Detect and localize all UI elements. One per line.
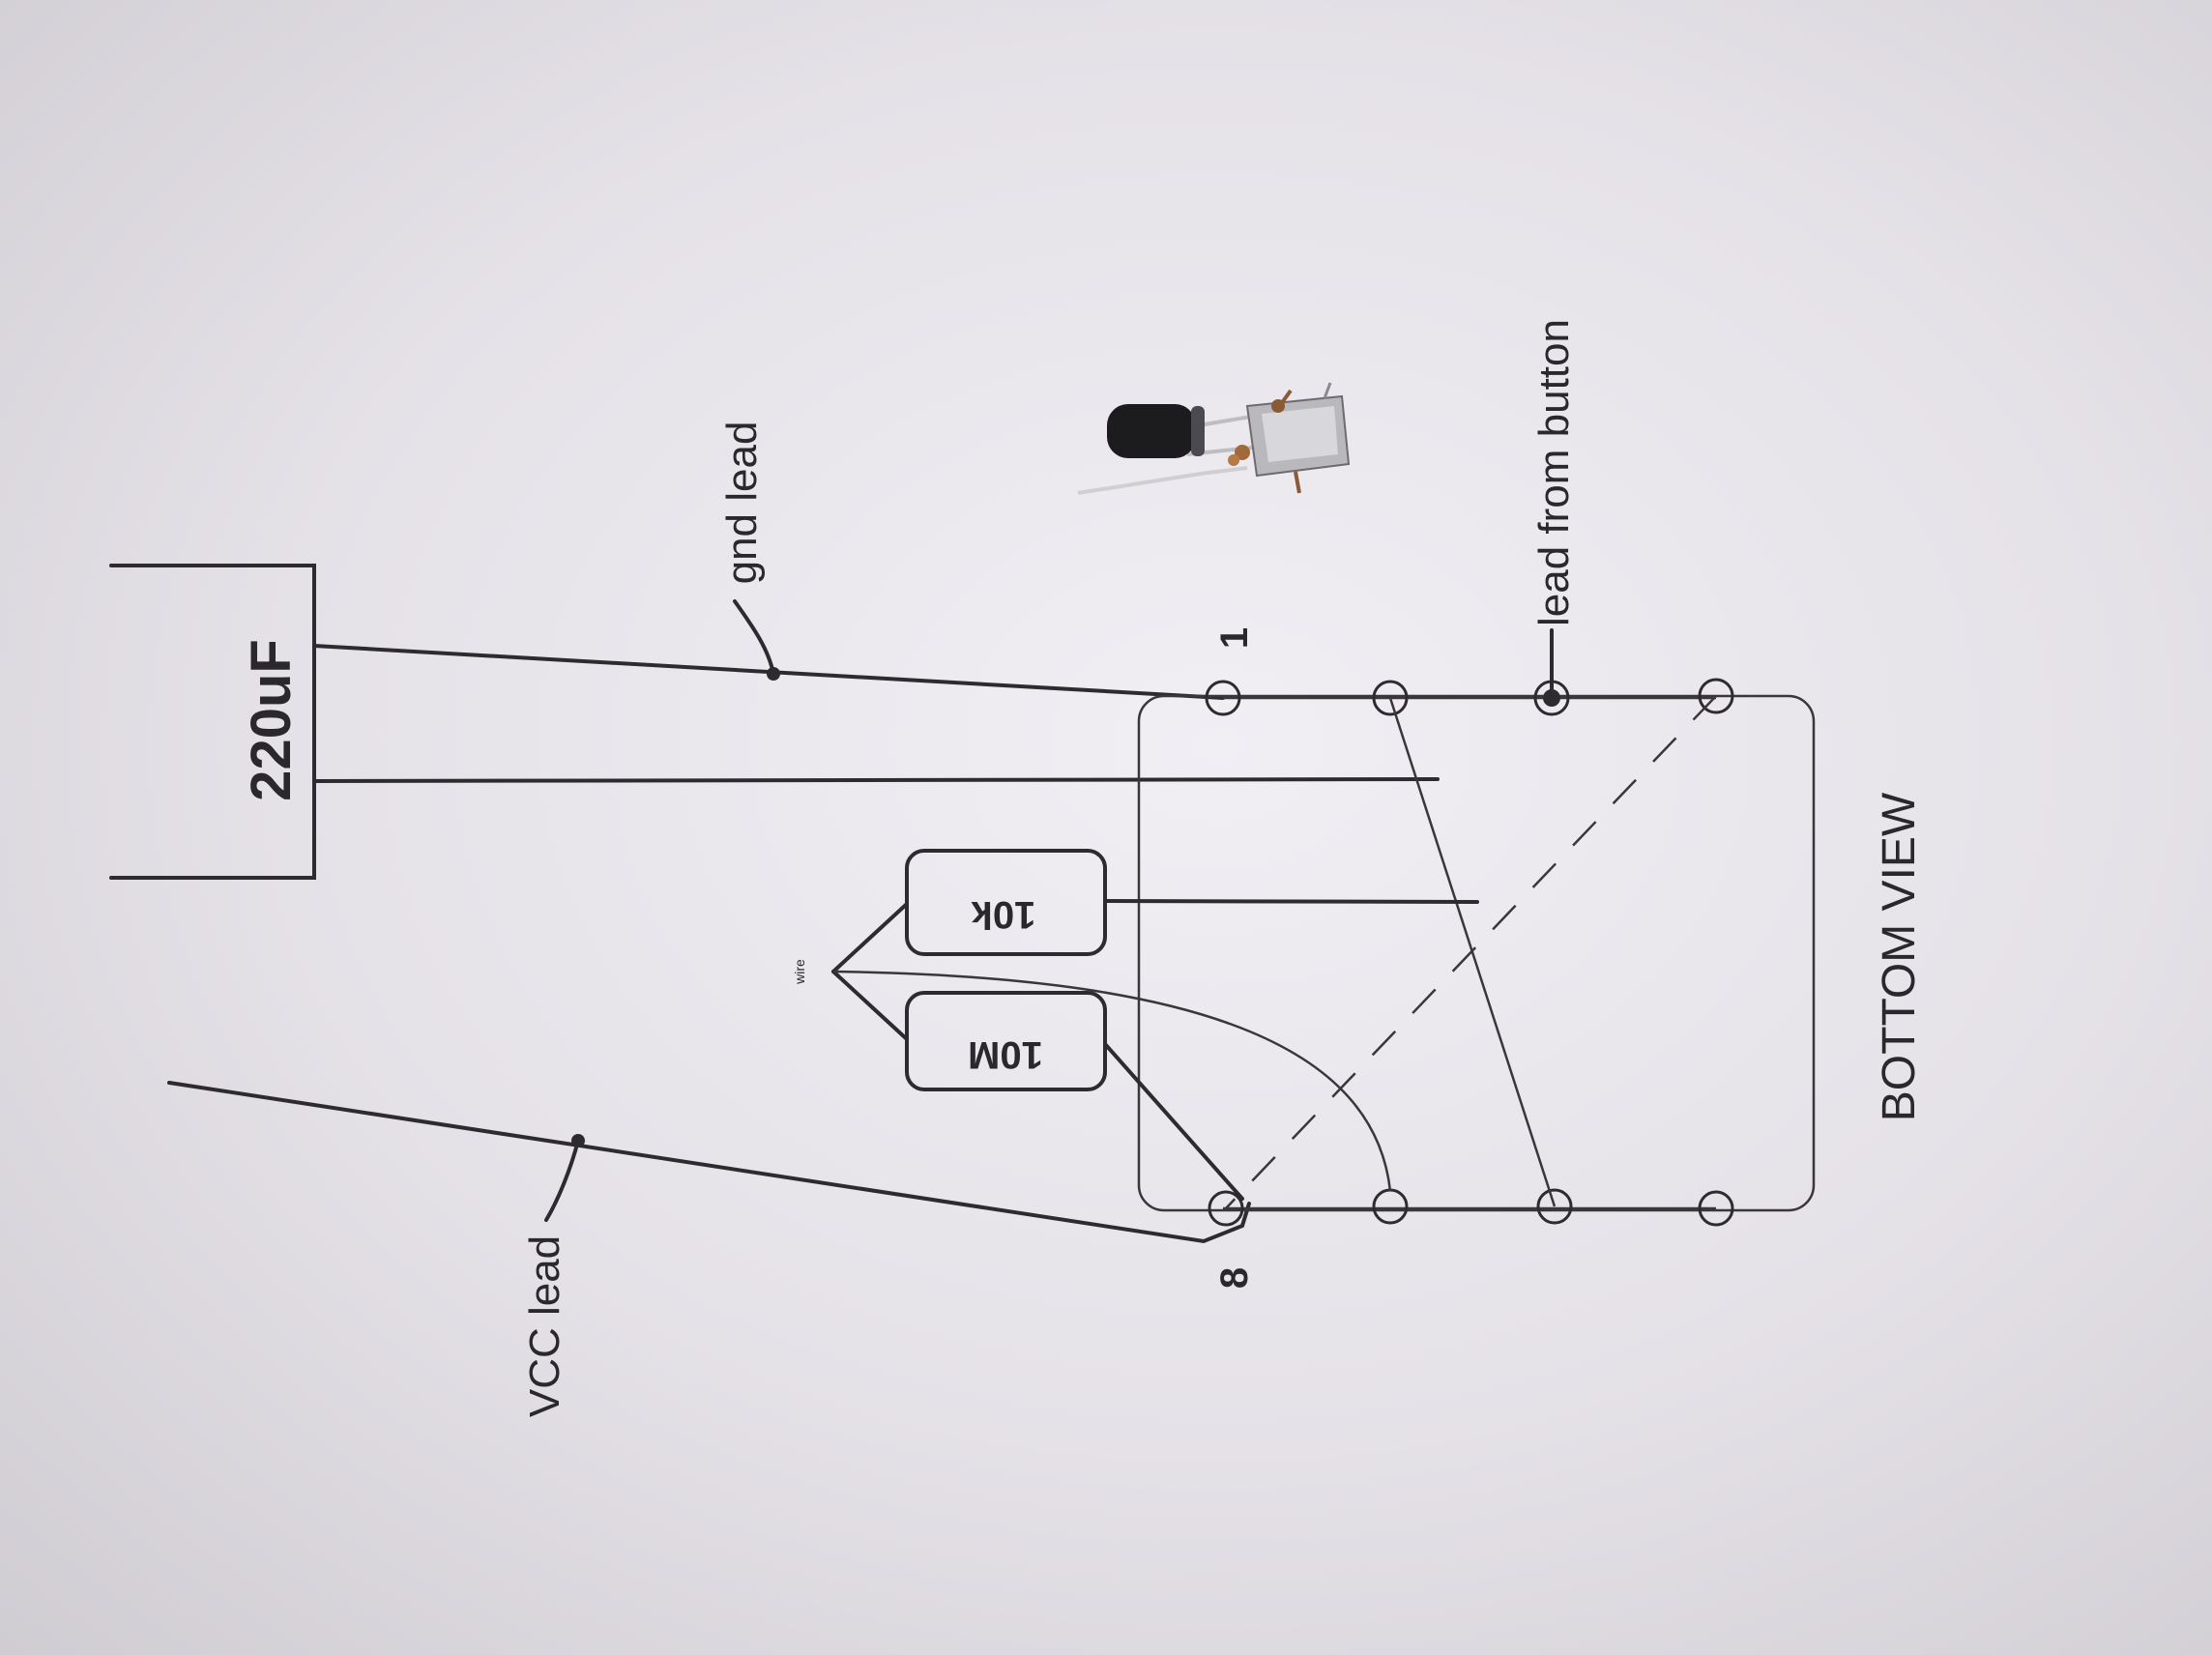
resistor-10m-lead (1103, 1042, 1244, 1201)
touch-wire-curve (832, 970, 1392, 1192)
gnd-lead-label: gnd lead (718, 421, 766, 585)
pin-8-pad (1208, 1190, 1244, 1227)
vcc-lead-wire (167, 1081, 1251, 1244)
resistor-10k-label: 10k (971, 893, 1035, 936)
junction-to-10m (831, 970, 909, 1041)
ic-outline (1137, 694, 1816, 1212)
pin-6-pad (1536, 1188, 1573, 1225)
resistor-10m-label: 10M (968, 1033, 1043, 1076)
resistor-10k-lead (1103, 899, 1479, 904)
vcc-lead-label: VCC lead (521, 1235, 568, 1417)
assembled-capacitor-photo (1077, 382, 1351, 495)
pin4-to-pin8-dashed (1225, 695, 1717, 1209)
vcc-lead-pointer (544, 1139, 580, 1222)
capacitor-can (1107, 404, 1196, 458)
pin-1-label: 1 (1213, 627, 1256, 649)
touch-wire-label: wire (792, 959, 807, 985)
pin-7-pad (1372, 1188, 1409, 1225)
junction-to-10k (831, 902, 909, 973)
button-lead-label: lead from button (1530, 319, 1578, 626)
gnd-lead-pointer (733, 599, 775, 676)
capacitor-label: 220uF (240, 639, 303, 801)
bottom-view-label: BOTTOM VIEW (1874, 792, 1925, 1121)
capacitor-second-lead (312, 777, 1440, 783)
pin-5-pad (1698, 1190, 1734, 1227)
pin-8-label: 8 (1213, 1267, 1256, 1289)
capacitor-box (109, 564, 316, 880)
pin-1-pad (1205, 680, 1241, 716)
pin-4-pad (1698, 678, 1734, 714)
pin-2-pad (1372, 680, 1409, 716)
